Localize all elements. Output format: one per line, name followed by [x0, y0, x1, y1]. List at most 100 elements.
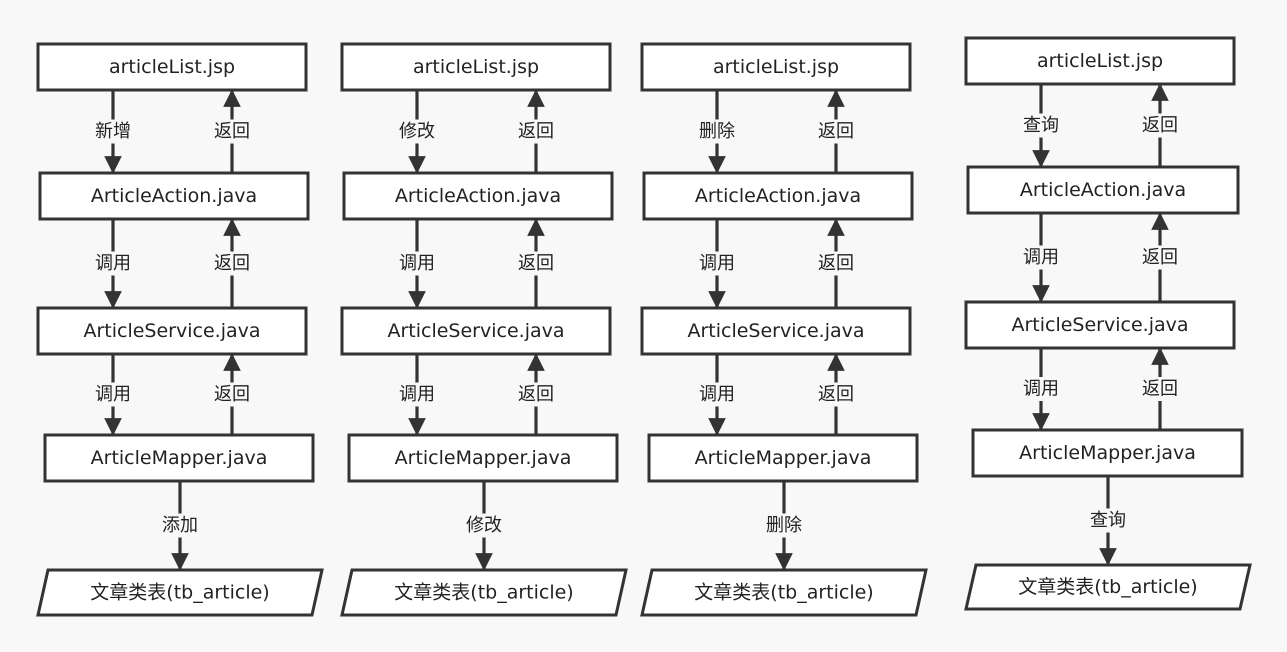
node-label: ArticleService.java [83, 320, 260, 342]
edge-group-1: 查询返回 [1020, 83, 1181, 168]
down-arrow-label-bg [696, 119, 738, 144]
down-arrow-label: 调用 [1023, 247, 1059, 268]
edge-group-db: 修改 [463, 481, 505, 571]
table-parallelogram [36, 568, 324, 617]
db-arrow-label-bg [1087, 508, 1129, 533]
table-label: 文章类表(tb_article) [90, 582, 269, 604]
jsp-box: articleList.jsp [964, 36, 1236, 86]
node-rect [340, 42, 612, 92]
up-arrow-label-bg [515, 251, 557, 276]
edge-group-2: 调用 返回 [92, 218, 253, 309]
node-rect [340, 306, 612, 356]
flowchart-2: 修改返回调用返回调用返回修改articleList.jspArticleActi… [340, 42, 628, 617]
node-rect [38, 171, 310, 221]
down-arrow-label-bg [1020, 113, 1062, 138]
node-rect [966, 165, 1240, 215]
up-arrow-label-bg [211, 251, 253, 276]
node-rect [43, 433, 315, 483]
service-box: ArticleService.java [640, 306, 912, 356]
down-arrow-label: 调用 [699, 384, 735, 405]
flowchart-1: 新增返回调用返回调用返回添加articleList.jspArticleActi… [36, 42, 324, 617]
up-arrow-label: 返回 [214, 253, 250, 274]
up-arrow-label: 返回 [1142, 247, 1178, 268]
table-parallelogram [964, 563, 1252, 611]
edge-group-3: 调用 返回 [696, 353, 857, 436]
edge-group-2: 调用返回 [396, 218, 557, 309]
up-arrow-label: 返回 [1142, 379, 1178, 400]
node-label: ArticleAction.java [695, 185, 861, 207]
node-label: ArticleMapper.java [1019, 442, 1196, 464]
service-box: ArticleService.java [36, 306, 308, 356]
edge-group-3: 调用返回 [396, 353, 557, 436]
node-rect [971, 428, 1244, 478]
node-label: articleList.jsp [713, 56, 839, 78]
node-rect [964, 300, 1236, 350]
up-arrow-label: 返回 [518, 384, 554, 405]
node-rect [347, 433, 619, 483]
up-arrow-label-bg [1139, 113, 1181, 138]
mapper-box: ArticleMapper.java [971, 428, 1244, 478]
table-node: 文章类表(tb_article) [36, 568, 324, 617]
action-box: ArticleAction.java [966, 165, 1240, 215]
down-arrow-label: 新增 [95, 121, 131, 142]
edge-group-2: 调用 返回 [1020, 212, 1181, 303]
down-arrow-label-bg [396, 119, 438, 144]
edge-group-2: 调用返回 [696, 218, 857, 309]
down-arrow-label: 调用 [95, 384, 131, 405]
action-box: ArticleAction.java [38, 171, 310, 221]
db-arrow-label: 修改 [466, 515, 502, 536]
service-box: ArticleService.java [340, 306, 612, 356]
down-arrow-label-bg [696, 382, 738, 407]
node-rect [640, 42, 912, 92]
up-arrow-label: 返回 [214, 121, 250, 142]
up-arrow-label-bg [815, 119, 857, 144]
down-arrow-label: 调用 [95, 253, 131, 274]
db-arrow-label-bg [763, 513, 805, 538]
down-arrow-label: 删除 [699, 121, 735, 142]
action-box: ArticleAction.java [342, 171, 614, 221]
edge-group-db: 添加 [159, 481, 201, 571]
db-arrow-label: 添加 [162, 515, 198, 536]
node-label: articleList.jsp [1037, 50, 1163, 72]
table-label: 文章类表(tb_article) [694, 582, 873, 604]
table-node: 文章类表(tb_article) [340, 568, 628, 617]
up-arrow-label-bg [515, 382, 557, 407]
db-arrow-label-bg [463, 513, 505, 538]
table-node: 文章类表(tb_article) [640, 568, 928, 617]
down-arrow-label-bg [396, 251, 438, 276]
service-box: ArticleService.java [964, 300, 1236, 350]
action-box: ArticleAction.java [642, 171, 914, 221]
up-arrow-label-bg [515, 119, 557, 144]
up-arrow-label: 返回 [818, 384, 854, 405]
jsp-box: articleList.jsp [640, 42, 912, 92]
node-label: ArticleMapper.java [91, 447, 268, 469]
up-arrow-label: 返回 [1142, 115, 1178, 136]
node-rect [36, 42, 308, 92]
edge-group-1: 修改返回 [396, 89, 557, 174]
edge-group-1: 删除 返回 [696, 89, 857, 174]
down-arrow-label-bg [1020, 245, 1062, 270]
up-arrow-label: 返回 [518, 121, 554, 142]
edge-group-1: 新增 返回 [92, 89, 253, 174]
node-rect [964, 36, 1236, 86]
jsp-box: articleList.jsp [36, 42, 308, 92]
node-label: ArticleAction.java [395, 185, 561, 207]
down-arrow-label-bg [696, 251, 738, 276]
node-rect [640, 306, 912, 356]
table-label: 文章类表(tb_article) [1018, 576, 1197, 598]
down-arrow-label-bg [92, 119, 134, 144]
table-parallelogram [640, 568, 928, 617]
up-arrow-label: 返回 [818, 121, 854, 142]
up-arrow-label: 返回 [214, 384, 250, 405]
flowchart-4: 查询返回调用返回调用返回查询articleList.jspArticleActi… [964, 36, 1252, 611]
diagrams-group: 新增返回调用返回调用返回添加articleList.jspArticleActi… [36, 36, 1252, 617]
node-label: ArticleService.java [387, 320, 564, 342]
edge-group-db: 查询 [1087, 476, 1129, 566]
db-arrow-label-bg [159, 513, 201, 538]
node-label: ArticleAction.java [91, 185, 257, 207]
edge-group-3: 调用 返回 [92, 353, 253, 436]
node-label: ArticleMapper.java [695, 447, 872, 469]
node-label: ArticleMapper.java [395, 447, 572, 469]
table-parallelogram [340, 568, 628, 617]
